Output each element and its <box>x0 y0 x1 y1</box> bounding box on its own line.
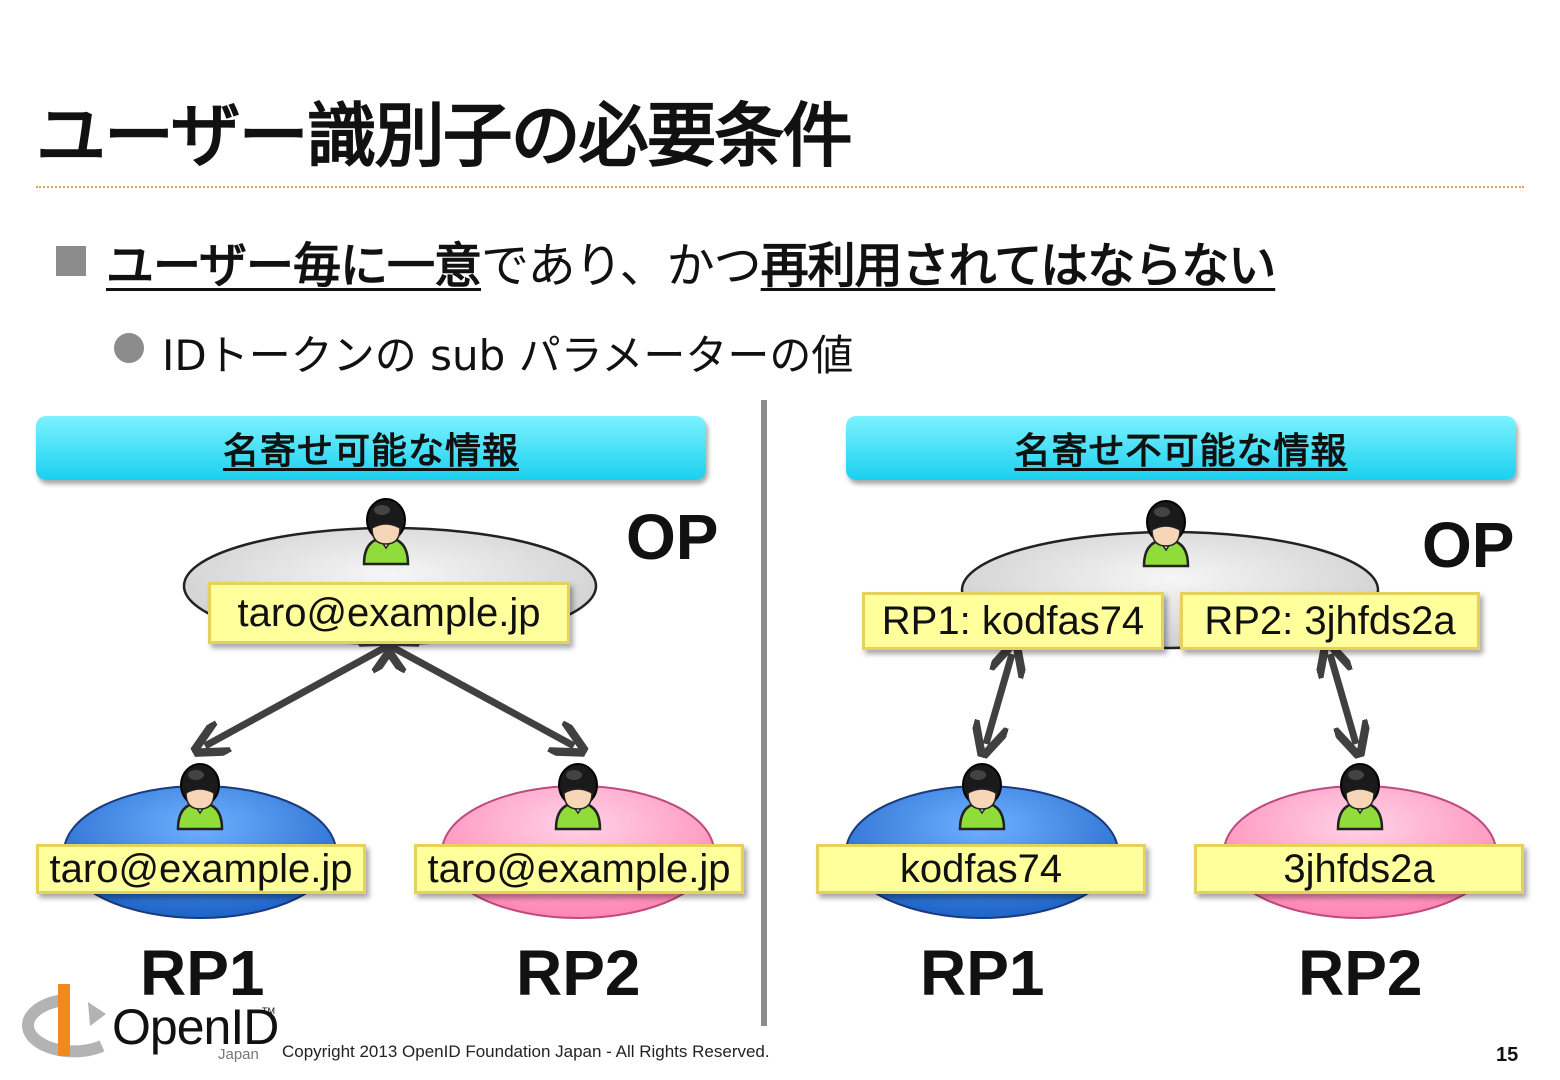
left-rp1-user-icon <box>176 762 224 831</box>
right-op-label: OP <box>1422 509 1515 581</box>
bullet-1: ユーザー毎に一意であり、かつ再利用されてはならない <box>106 226 1277 296</box>
right-rp1-label: RP1 <box>920 937 1045 1009</box>
title-divider <box>36 186 1524 188</box>
right-op-user-icon <box>1142 499 1190 568</box>
right-rp2-label: RP2 <box>1298 937 1423 1009</box>
copyright-notice: Copyright 2013 OpenID Foundation Japan -… <box>282 1042 770 1061</box>
bullet-2: IDトークンの sub パラメーターの値 <box>162 331 854 380</box>
left-rp2-user-icon <box>554 762 602 831</box>
right-banner: 名寄せ不可能な情報 <box>846 416 1516 480</box>
openid-logo-subtitle: Japan <box>218 1046 259 1063</box>
left-op-user-icon <box>362 497 410 566</box>
slide-title: ユーザー識別子の必要条件 <box>36 95 853 177</box>
bullet-1-emphasis-unique: ユーザー毎に一意 <box>106 238 482 294</box>
right-rp2-user-icon <box>1336 762 1384 831</box>
left-rp2-label: RP2 <box>516 937 641 1009</box>
right-rp1-user-icon <box>958 762 1006 831</box>
page-number: 15 <box>1496 1044 1519 1066</box>
bullet-1-connector: であり、かつ <box>481 238 762 294</box>
square-bullet-icon <box>56 246 86 276</box>
right-arrow-op-rp2 <box>1330 654 1356 744</box>
left-op-label: OP <box>626 501 719 573</box>
right-op-id-rp1-box: RP1: kodfas74 <box>862 592 1164 650</box>
right-rp1-id-box: kodfas74 <box>816 844 1146 894</box>
right-arrow-op-rp1 <box>986 654 1012 744</box>
bullet-1-emphasis-reuse: 再利用されてはならない <box>760 238 1277 294</box>
openid-logo-icon <box>22 984 106 1058</box>
left-banner: 名寄せ可能な情報 <box>36 416 706 480</box>
left-rp1-label: RP1 <box>140 937 265 1009</box>
right-op-id-rp2-box: RP2: 3jhfds2a <box>1180 592 1480 650</box>
left-arrow-op-rp2 <box>394 648 574 746</box>
right-banner-label: 名寄せ不可能な情報 <box>1014 431 1348 472</box>
left-banner-label: 名寄せ可能な情報 <box>222 431 519 472</box>
left-rp1-id-box: taro@example.jp <box>36 844 366 894</box>
left-op-id-box: taro@example.jp <box>208 582 570 644</box>
panel-divider <box>761 400 767 1026</box>
left-arrow-op-rp1 <box>205 648 384 746</box>
right-rp2-id-box: 3jhfds2a <box>1194 844 1524 894</box>
round-bullet-icon <box>114 333 144 363</box>
left-rp2-id-box: taro@example.jp <box>414 844 744 894</box>
openid-logo-trademark: TM <box>262 1006 275 1016</box>
openid-logo-text: OpenID <box>112 999 279 1055</box>
